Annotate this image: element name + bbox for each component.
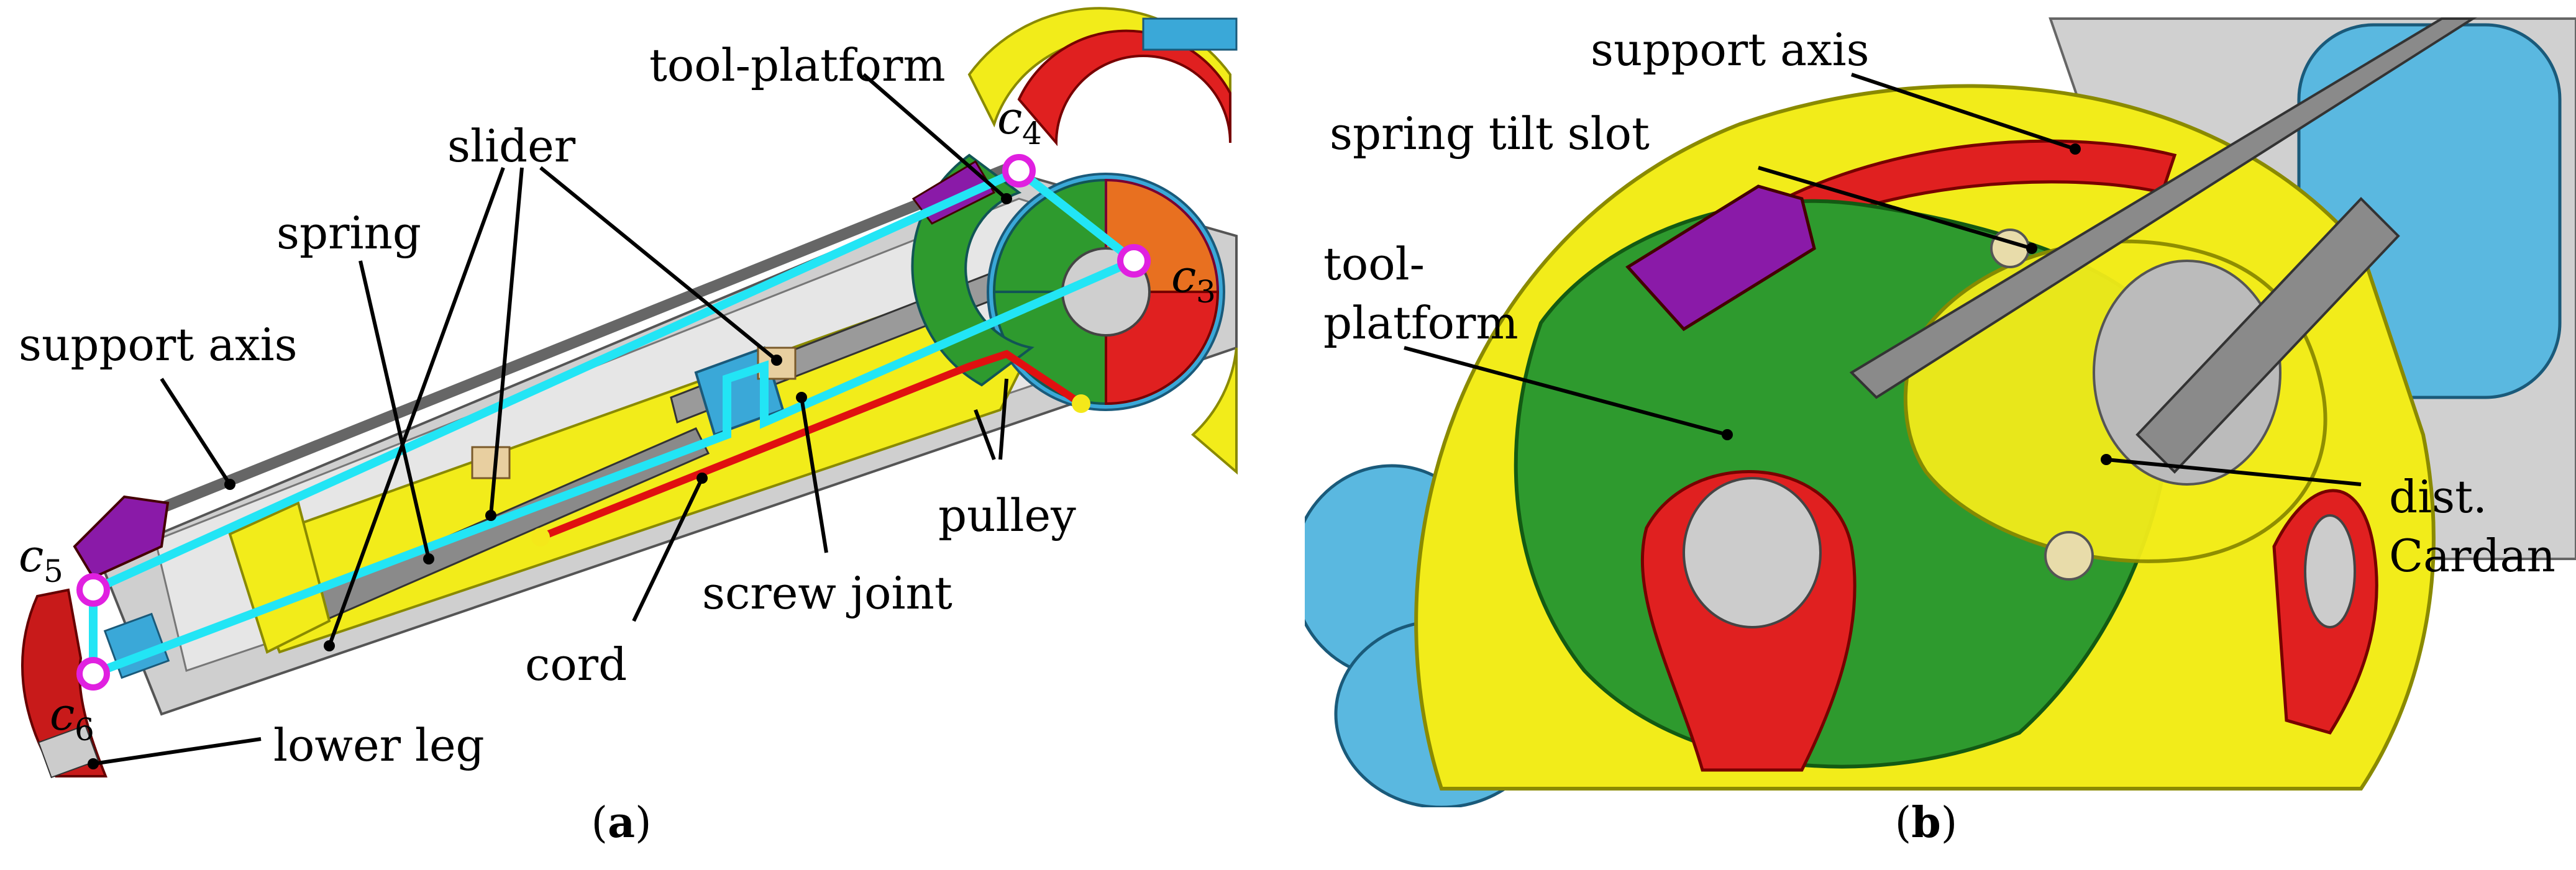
- support-axis-rod-b: [1849, 17, 2477, 399]
- leader-dot-tool-platform: [1001, 193, 1012, 204]
- support-axis-rod: [140, 156, 1028, 521]
- svg-text:5: 5: [43, 553, 63, 589]
- leader-dot-spring: [423, 553, 434, 564]
- leader-lines-b: [1404, 73, 2362, 486]
- panel-a-illustration: tool-platform slider spring support axis…: [19, 7, 1238, 779]
- cord-end-right: [1072, 394, 1090, 413]
- cardan-screw: [2135, 197, 2400, 474]
- joint-c5: [76, 573, 110, 607]
- label-c4: c 4: [997, 92, 1042, 152]
- label-dist-cardan-line1: dist.: [2389, 471, 2487, 523]
- label-c3: c 3: [1171, 250, 1216, 310]
- leader-dot-support-axis: [224, 479, 235, 490]
- red-lobe-left-hole: [1683, 477, 1822, 628]
- leader-dot-slider-2: [485, 510, 496, 521]
- leader-dot-lower-leg: [88, 758, 99, 769]
- cord-line: [539, 350, 1084, 541]
- leader-dot-cord: [697, 473, 708, 484]
- purple-knee: [73, 495, 170, 579]
- cardan-opening: [2093, 260, 2281, 486]
- panel-a: tool-platform slider spring support axis…: [0, 0, 1261, 807]
- joint-c6: [76, 657, 110, 691]
- svg-text:c: c: [19, 530, 43, 582]
- leader-dot-slider-3: [771, 355, 782, 366]
- label-pulley: pulley: [938, 489, 1076, 541]
- svg-text:c: c: [997, 92, 1022, 144]
- joint-c4: [1002, 154, 1036, 188]
- label-spring-tilt-slot: spring tilt slot: [1330, 107, 1650, 160]
- label-dist-cardan-line2: Cardan: [2389, 530, 2555, 582]
- joint-c3: [1117, 244, 1151, 278]
- slider-tan-2: [471, 446, 511, 479]
- label-support-axis: support axis: [19, 319, 298, 371]
- purple-block: [1625, 184, 1816, 332]
- leader-lines-a: [93, 73, 1008, 766]
- label-screw-joint: screw joint: [702, 567, 952, 619]
- cord-end-left: [531, 528, 550, 546]
- svg-text:c: c: [50, 688, 75, 740]
- label-support-axis-b: support axis: [1591, 24, 1870, 76]
- label-slider: slider: [447, 120, 576, 172]
- label-tool-platform-b-line1: tool-: [1323, 238, 1425, 290]
- leader-dot-spring-tilt-slot: [2026, 243, 2037, 254]
- label-tool-platform-b-line2: platform: [1323, 297, 1519, 349]
- cap-screw-1: [1990, 229, 2030, 268]
- label-lower-leg: lower leg: [273, 719, 485, 771]
- label-spring: spring: [276, 207, 421, 259]
- leader-dot-tool-platform-b: [1722, 429, 1733, 440]
- leader-dot-support-axis-b: [2070, 143, 2081, 155]
- leader-dot-slider-1: [324, 640, 335, 651]
- svg-text:3: 3: [1196, 274, 1216, 310]
- caption-a: (a): [591, 798, 652, 848]
- svg-text:c: c: [1171, 250, 1196, 302]
- caption-b: (b): [1894, 798, 1958, 848]
- leader-dot-dist-cardan: [2101, 454, 2112, 465]
- cap-screw-2: [2044, 531, 2094, 581]
- leader-dot-screw-joint: [796, 392, 807, 403]
- svg-text:6: 6: [75, 712, 94, 748]
- label-c5: c 5: [19, 530, 63, 589]
- panel-b-illustration: support axis spring tilt slot tool- plat…: [1305, 17, 2576, 807]
- red-lobe-right-hole: [2304, 514, 2356, 628]
- svg-text:4: 4: [1022, 116, 1042, 152]
- label-cord: cord: [525, 638, 627, 691]
- lower-leg-insert: [37, 724, 99, 779]
- tool-platform-assembly: [911, 7, 1238, 475]
- panel-b: support axis spring tilt slot tool- plat…: [1305, 0, 2576, 807]
- label-tool-platform: tool-platform: [649, 39, 946, 91]
- label-c6: c 6: [50, 688, 94, 748]
